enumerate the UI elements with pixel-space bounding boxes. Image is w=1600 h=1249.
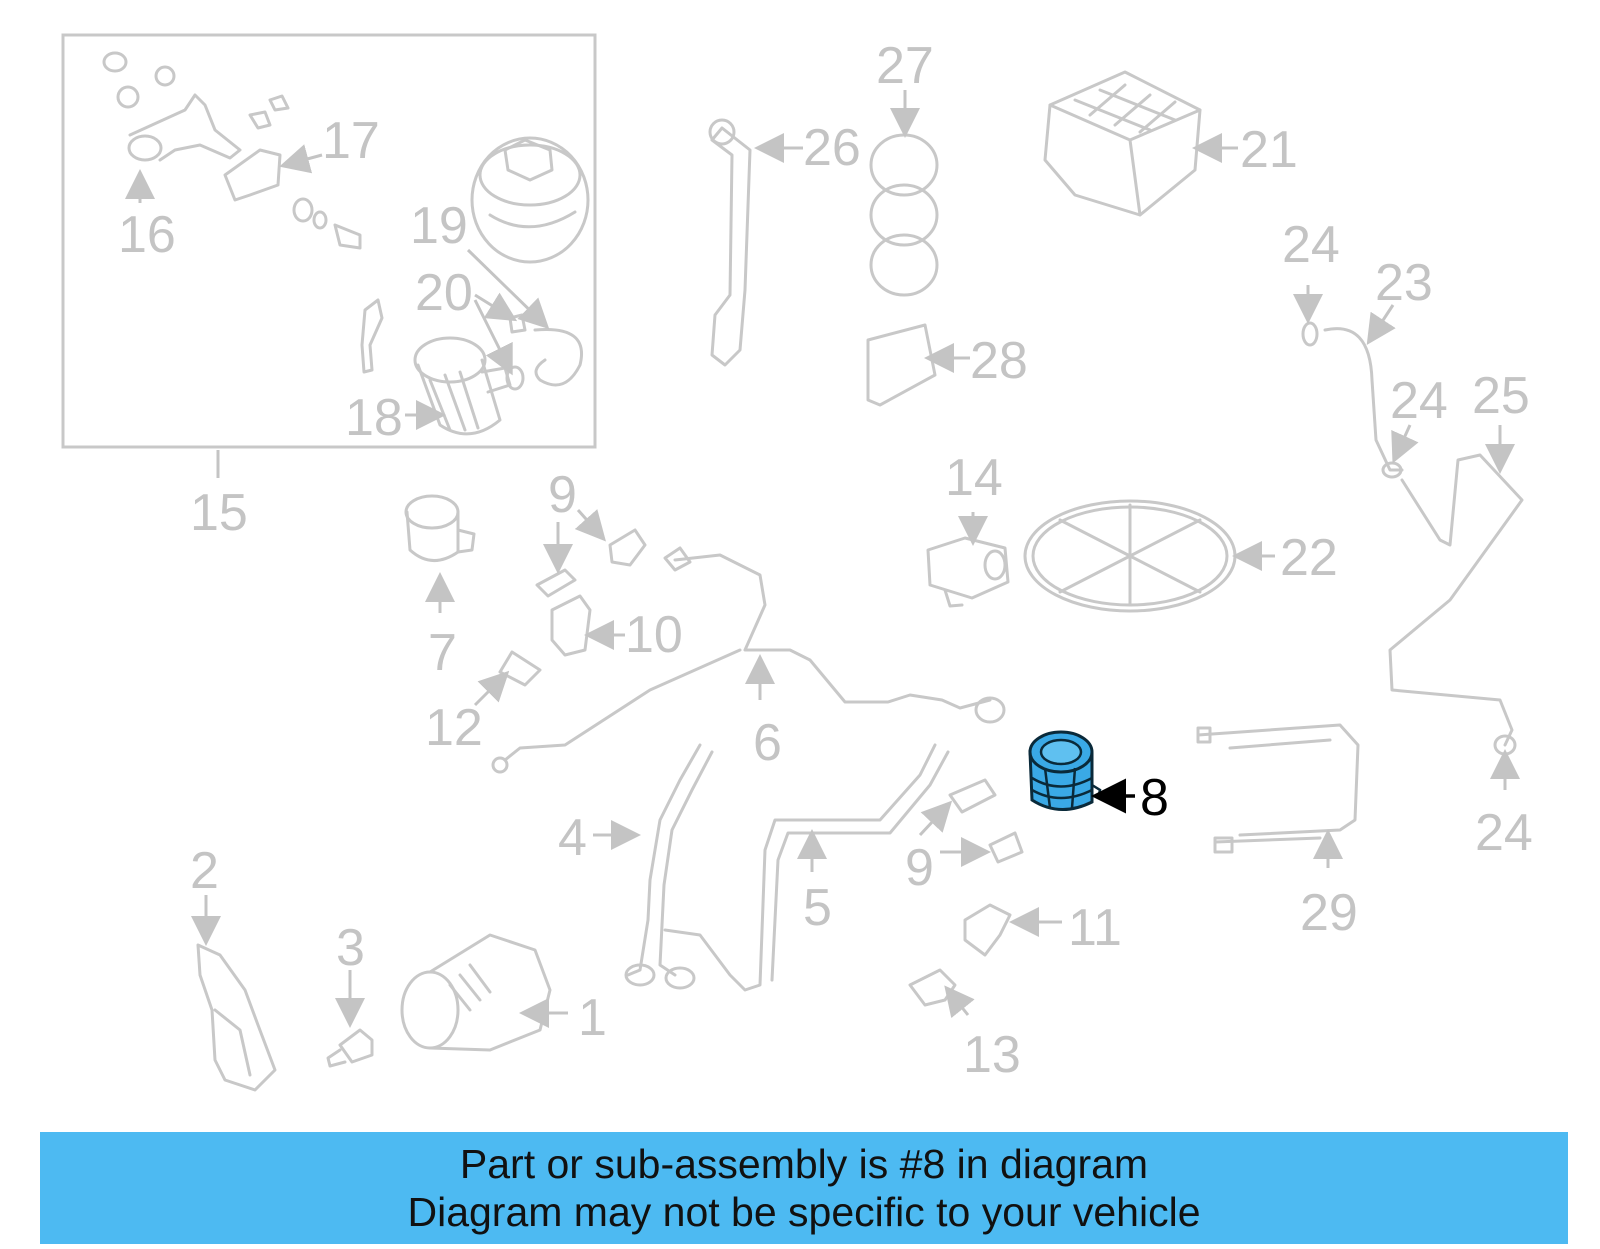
- label-12: 12: [425, 699, 483, 757]
- label-26: 26: [803, 119, 861, 177]
- label-21: 21: [1240, 121, 1298, 179]
- banner-line-1: Part or sub-assembly is #8 in diagram: [459, 1141, 1149, 1187]
- part-17: [223, 94, 362, 250]
- label-22: 22: [1280, 529, 1338, 587]
- label-19: 19: [410, 197, 468, 255]
- info-banner: Part or sub-assembly is #8 in diagram Di…: [40, 1132, 1568, 1244]
- banner-line-2: Diagram may not be specific to your vehi…: [407, 1189, 1201, 1235]
- label-28: 28: [970, 332, 1028, 390]
- part-25-line: [1388, 453, 1524, 756]
- part-9-gaskets: [535, 528, 1024, 864]
- label-24-bottom: 24: [1475, 804, 1533, 862]
- label-10: 10: [625, 606, 683, 664]
- label-27: 27: [876, 37, 934, 95]
- part-28: [866, 323, 937, 407]
- part-23-hose: [1301, 321, 1404, 479]
- label-18: 18: [345, 389, 403, 447]
- part-27: [869, 133, 939, 297]
- part-7: [404, 494, 476, 562]
- part-14: [926, 536, 1010, 608]
- label-11: 11: [1068, 899, 1122, 957]
- label-23: 23: [1375, 254, 1433, 312]
- label-9-top: 9: [548, 466, 577, 524]
- part-18-filter: [413, 336, 512, 436]
- label-5: 5: [803, 879, 832, 937]
- label-7: 7: [428, 624, 457, 682]
- part-12: [498, 650, 542, 687]
- part-10: [550, 594, 592, 657]
- part-2: [196, 943, 277, 1092]
- label-8-highlighted[interactable]: 8: [1140, 769, 1169, 827]
- part-21-box: [1043, 70, 1202, 217]
- label-25: 25: [1472, 367, 1530, 425]
- inset-box: [61, 33, 597, 449]
- label-20: 20: [415, 264, 473, 322]
- part-3: [326, 1028, 374, 1068]
- label-13: 13: [963, 1026, 1021, 1084]
- label-17: 17: [322, 112, 380, 170]
- part-1-pump: [400, 933, 552, 1052]
- part-6-pipe: [491, 546, 1006, 774]
- label-2: 2: [190, 842, 219, 900]
- label-9-bottom: 9: [905, 839, 934, 897]
- label-14: 14: [945, 449, 1003, 507]
- label-15: 15: [190, 484, 248, 542]
- label-24-mid: 24: [1390, 372, 1448, 430]
- leader-arrows: [125, 90, 1520, 1028]
- label-6: 6: [753, 714, 782, 772]
- label-4: 4: [558, 809, 587, 867]
- part-4-hose: [624, 743, 714, 990]
- part-11-13: [908, 903, 1012, 1007]
- label-29: 29: [1300, 884, 1358, 942]
- part-19-valve: [470, 136, 590, 264]
- part-26-rod: [708, 118, 752, 367]
- part-20-hose: [360, 298, 583, 391]
- part-22-disc: [1023, 499, 1237, 613]
- part-29-sensor: [1196, 723, 1360, 854]
- label-24-top: 24: [1282, 216, 1340, 274]
- callout-labels: 16 17 19 20 18 15 27 26 21 28 24 23 24 2…: [118, 37, 1533, 1084]
- label-3: 3: [336, 919, 365, 977]
- label-1: 1: [578, 989, 607, 1047]
- part-5-pipe: [663, 743, 950, 992]
- label-16: 16: [118, 206, 176, 264]
- part-16-bracket: [102, 51, 242, 162]
- part-8-highlighted[interactable]: [1028, 730, 1102, 812]
